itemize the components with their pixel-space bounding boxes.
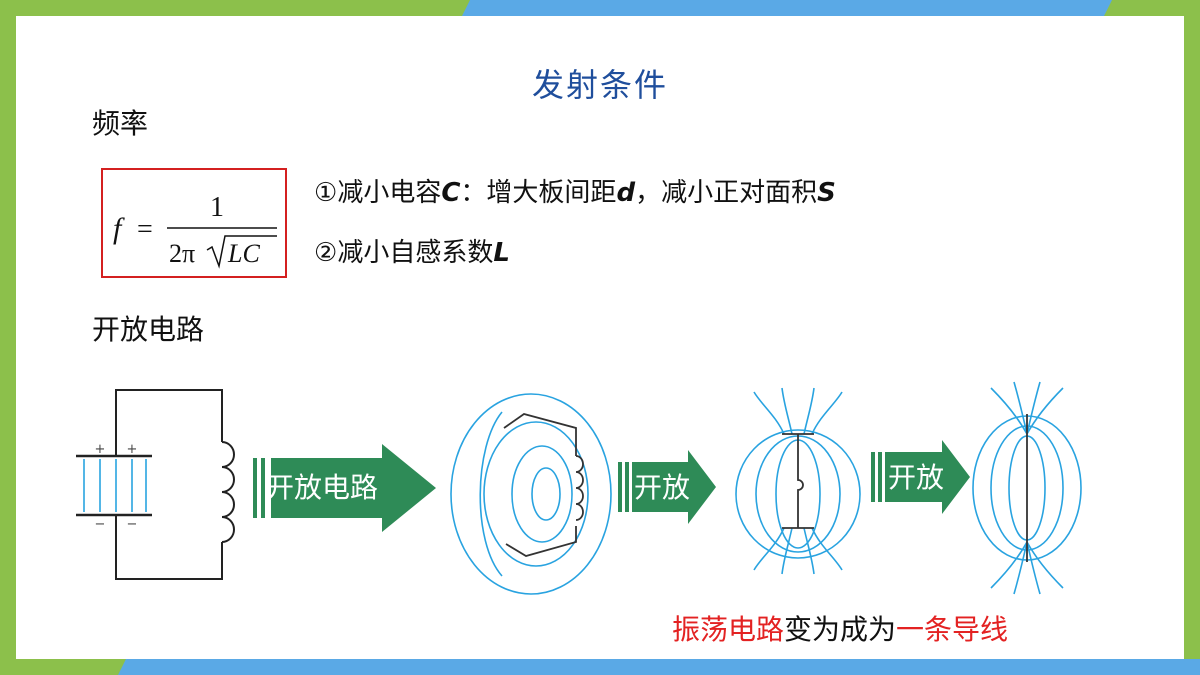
- arrow-3-label: 开放: [888, 461, 945, 494]
- condition-2-text: 减小自感系数: [337, 238, 494, 268]
- var-L: L: [493, 238, 510, 268]
- condition-1-mid2: ，减小正对面积: [635, 178, 818, 208]
- inductor-coil: [221, 441, 235, 543]
- condition-1-mid: ：增大板间距: [460, 178, 617, 208]
- formula-den-radicand: LC: [227, 239, 260, 268]
- section-heading-frequency: 频率: [92, 107, 149, 140]
- sqrt-sign: [206, 235, 277, 269]
- bottom-decoration-band: [0, 659, 1200, 675]
- arrow-2-label: 开放: [634, 471, 691, 504]
- condition-1-text: 减小电容: [337, 178, 442, 208]
- arrow-2: [618, 450, 716, 524]
- section-heading-open-circuit: 开放电路: [92, 313, 205, 346]
- top-decoration-band: [0, 0, 1200, 16]
- plus-sign: +: [95, 442, 106, 457]
- formula-box: f = 1 2π LC: [101, 168, 287, 278]
- conclusion-part-3: 一条导线: [896, 613, 1009, 646]
- page-title: 发射条件: [531, 66, 668, 104]
- stage-2-field: [450, 393, 612, 595]
- arrow-3: [871, 440, 970, 514]
- slide: 发射条件 频率 f = 1 2π LC ①减小电容C：增大板间距d，减小正对面积…: [16, 16, 1184, 659]
- formula-den-prefix: 2π: [169, 239, 195, 268]
- stage-3-field: [735, 387, 861, 575]
- conclusion-part-2: 变为成为: [784, 613, 897, 646]
- minus-sign: −: [127, 517, 138, 532]
- arrow-1: [253, 444, 436, 532]
- stage-2-circuit: [503, 413, 584, 557]
- minus-sign: −: [95, 517, 106, 532]
- var-S: S: [817, 178, 836, 208]
- condition-1-marker: ①: [314, 178, 338, 208]
- condition-2: ②减小自感系数L: [314, 232, 510, 269]
- var-C: C: [441, 178, 461, 208]
- condition-2-marker: ②: [314, 238, 338, 268]
- frequency-formula: f = 1 2π LC: [113, 192, 277, 269]
- conclusion-part-1: 振荡电路: [672, 613, 785, 646]
- plus-sign: +: [127, 442, 138, 457]
- capacitor-field-lines: [83, 459, 147, 512]
- lc-circuit: [76, 389, 235, 580]
- stage-3-conductor: [782, 433, 814, 529]
- conclusion: 振荡电路变为成为一条导线: [672, 608, 1008, 648]
- formula-equals: =: [137, 214, 153, 245]
- var-d: d: [616, 178, 636, 208]
- formula-numerator: 1: [210, 192, 224, 223]
- condition-1: ①减小电容C：增大板间距d，减小正对面积S: [314, 172, 836, 209]
- circuit-diagram: + + − −: [76, 381, 1082, 595]
- arrow-1-label: 开放电路: [266, 471, 379, 504]
